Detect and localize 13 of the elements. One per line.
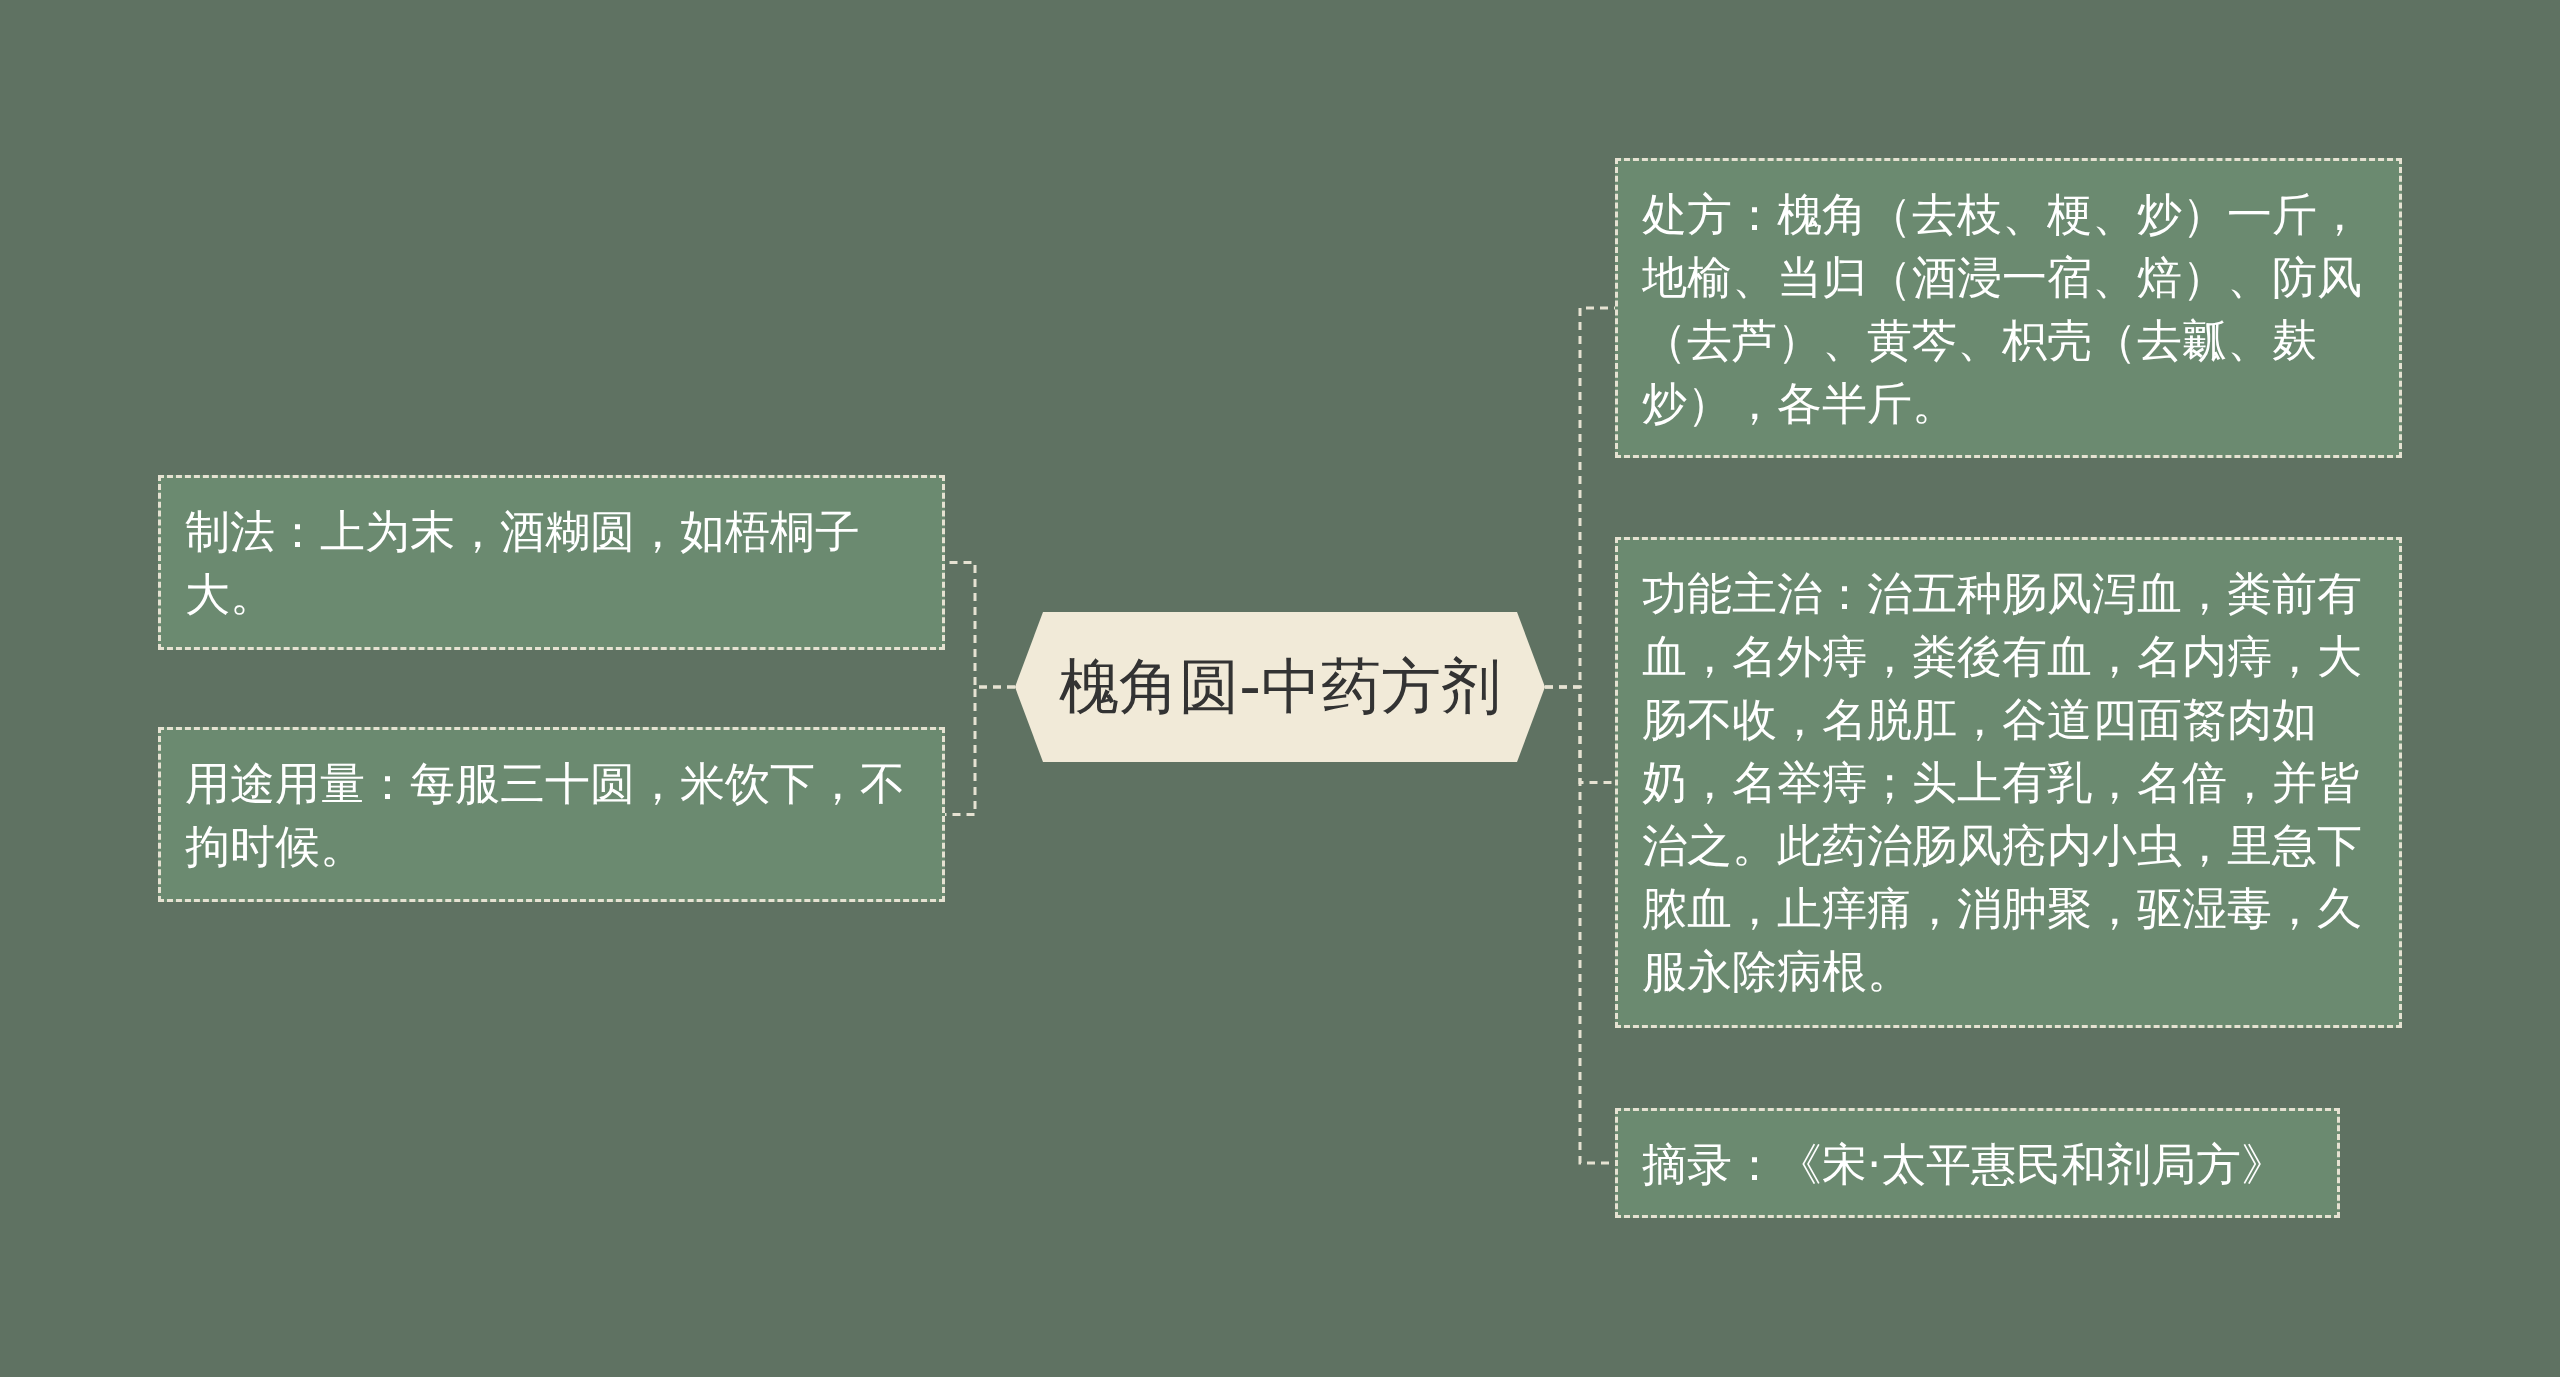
node-text: 摘录：《宋·太平惠民和剂局方》 xyxy=(1642,1137,2288,1193)
text-box xyxy=(1615,158,2402,458)
text-box xyxy=(1615,537,2402,1028)
connector xyxy=(945,685,1015,816)
node-text: 用途用量：每服三十圆，米饮下，不拘时候。 xyxy=(185,756,906,875)
node-text: 制法：上为末，酒糊圆，如梧桐子大。 xyxy=(185,504,861,623)
node-text: 槐角圆-中药方剂 xyxy=(1059,649,1501,723)
node-text: 处方：槐角（去枝、梗、炒）一斤，地榆、当归（酒浸一宿、焙）、防风（去芦）、黄芩、枳壳（去瓤、麸炒），各半斤。 xyxy=(1642,187,2363,432)
text-box xyxy=(1615,1108,2340,1218)
topic-hexagon xyxy=(1015,612,1545,762)
node-text: 功能主治：治五种肠风泻血，粪前有血，名外痔，粪後有血，名内痔，大肠不收，名脱肛，谷道四面胬肉如奶，名举痔；头上有乳，名偣，并皆治之。此药治肠风疮内小虫，里急下脓血，止痒痛，消肿聚，驱湿毒，久服永除病根。 xyxy=(1642,566,2363,1000)
text-box xyxy=(158,727,945,902)
text-box xyxy=(158,475,945,650)
